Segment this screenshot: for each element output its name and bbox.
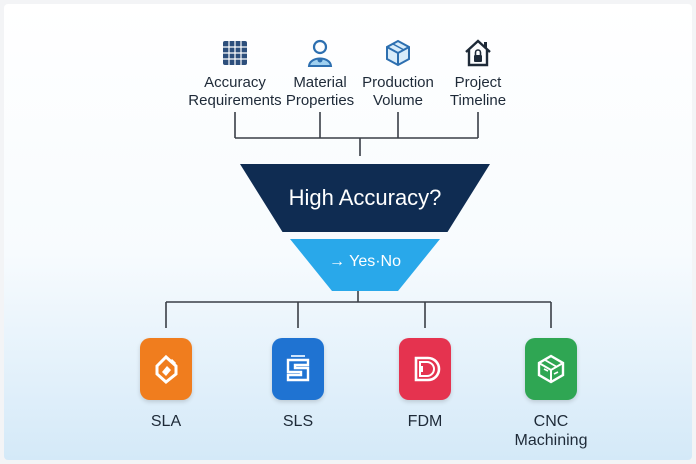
method-label: SLS — [282, 413, 314, 430]
factor-label: Accuracy Requirements — [188, 74, 282, 109]
factor-label: Project Timeline — [449, 74, 507, 109]
factor-accuracy-requirements: Accuracy Requirements — [175, 38, 295, 110]
answer-text: → Yes·No — [328, 253, 402, 270]
fdm-icon — [399, 338, 451, 400]
factor-label: Material Properties — [285, 74, 355, 109]
factor-production-volume: Production Volume — [338, 38, 458, 110]
funnel-question: High Accuracy? — [240, 164, 490, 232]
question-text: High Accuracy? — [288, 185, 442, 210]
method-fdm: FDM — [370, 338, 480, 431]
person-icon — [307, 39, 333, 67]
method-label: SLA — [150, 413, 182, 430]
house-lock-icon — [465, 39, 491, 67]
cube-icon — [386, 39, 410, 67]
method-label: FDM — [407, 413, 443, 430]
sla-icon — [140, 338, 192, 400]
factor-label: Production Volume — [362, 74, 434, 109]
top-connector — [234, 112, 479, 156]
method-label: CNC Machining — [514, 413, 588, 449]
grid-icon — [223, 41, 247, 65]
flowchart-canvas: Accuracy Requirements Material Propertie… — [4, 4, 692, 460]
method-sls: SLS — [243, 338, 353, 431]
sls-icon — [272, 338, 324, 400]
connector-lines — [165, 112, 552, 328]
factor-project-timeline: Project Timeline — [418, 38, 538, 110]
method-sla: SLA — [111, 338, 221, 431]
factor-material-properties: Material Properties — [260, 38, 380, 110]
method-cnc-machining: CNC Machining — [496, 338, 606, 450]
bottom-connector — [165, 290, 552, 328]
cnc-icon — [525, 338, 577, 400]
funnel-answer: → Yes·No — [290, 239, 440, 291]
